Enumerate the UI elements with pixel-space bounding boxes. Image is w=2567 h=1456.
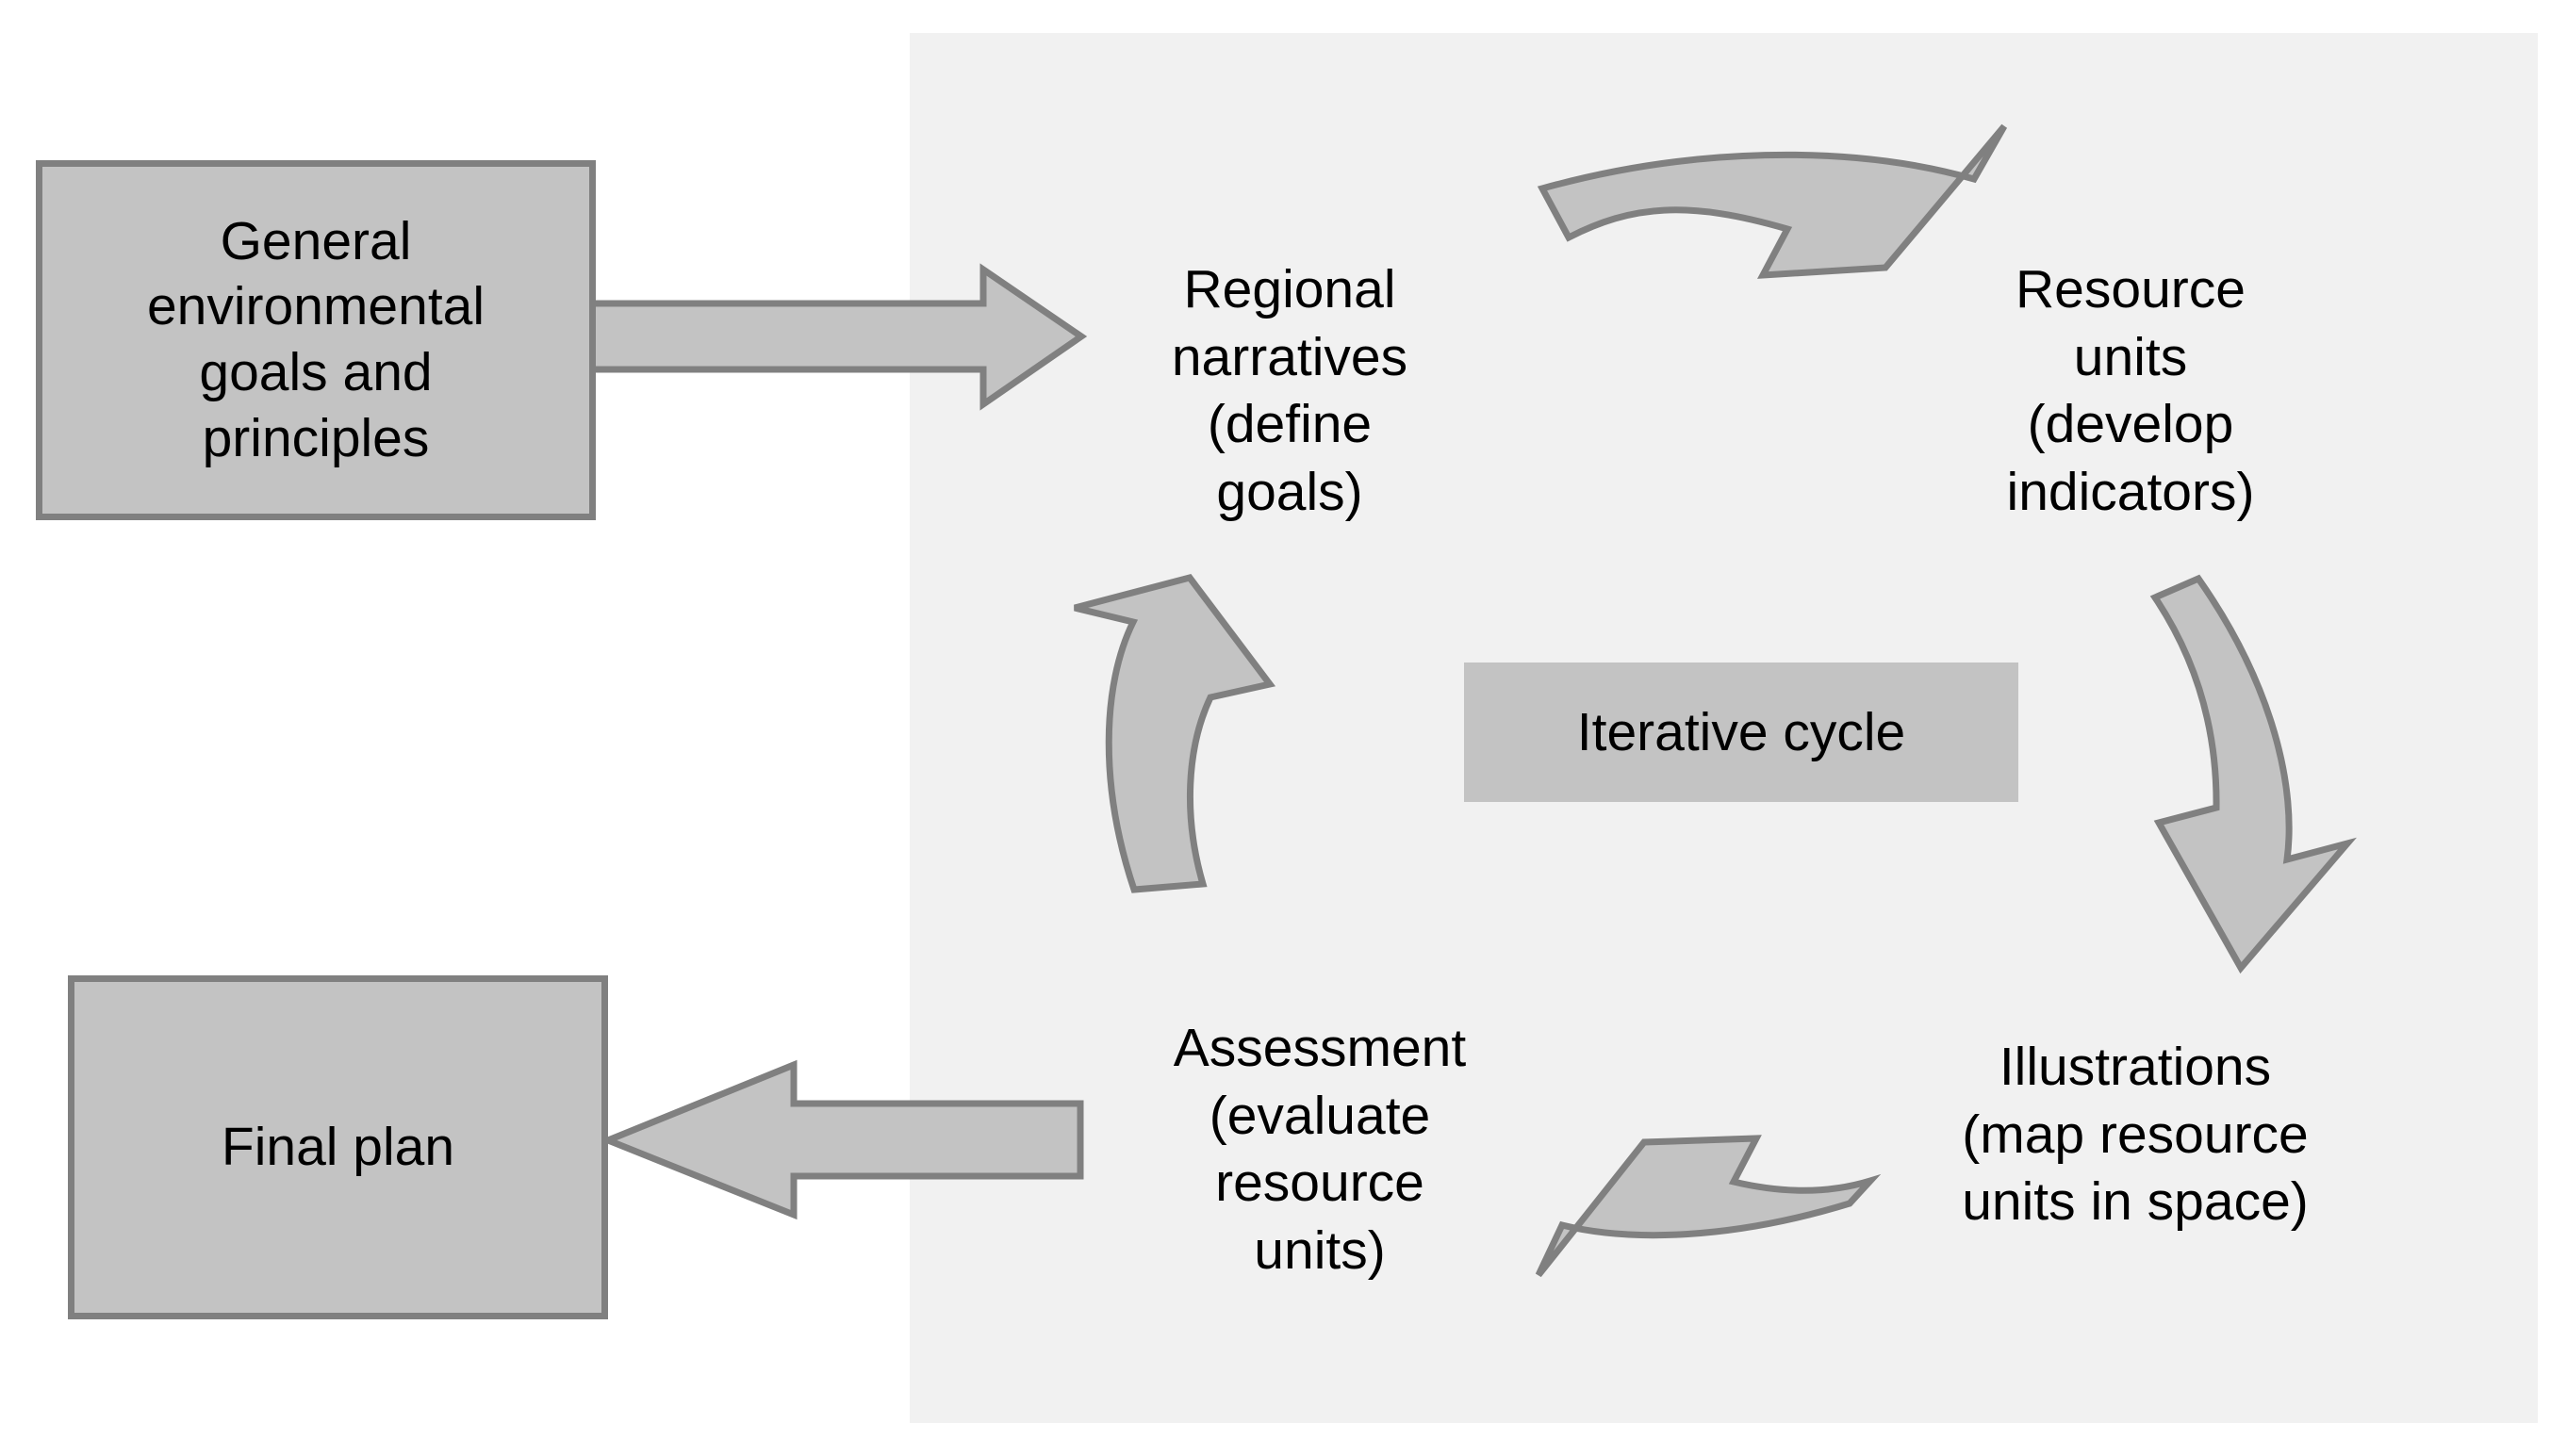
cycle-step-resource-units-label: Resource units (develop indicators) [2006,258,2255,523]
node-general-environmental-goals-and-principles[interactable]: General environmental goals and principl… [36,160,596,520]
node-final-plan[interactable]: Final plan [68,975,608,1319]
node-goals-label: General environmental goals and principl… [146,210,485,468]
cycle-step-resource-units[interactable]: Resource units (develop indicators) [1923,188,2338,527]
cycle-step-illustrations[interactable]: Illustrations (map resource units in spa… [1871,966,2399,1236]
cycle-step-assessment[interactable]: Assessment (evaluate resource units) [1108,947,1532,1285]
cycle-step-regional-narratives-label: Regional narratives (define goals) [1171,258,1408,523]
iterative-cycle-tag: Iterative cycle [1464,663,2018,802]
cycle-step-regional-narratives[interactable]: Regional narratives (define goals) [1101,188,1478,527]
iterative-cycle-tag-label: Iterative cycle [1576,702,1906,762]
cycle-step-illustrations-label: Illustrations (map resource units in spa… [1962,1036,2309,1233]
cycle-step-assessment-label: Assessment (evaluate resource units) [1173,1017,1467,1282]
node-final-plan-label: Final plan [221,1116,455,1177]
